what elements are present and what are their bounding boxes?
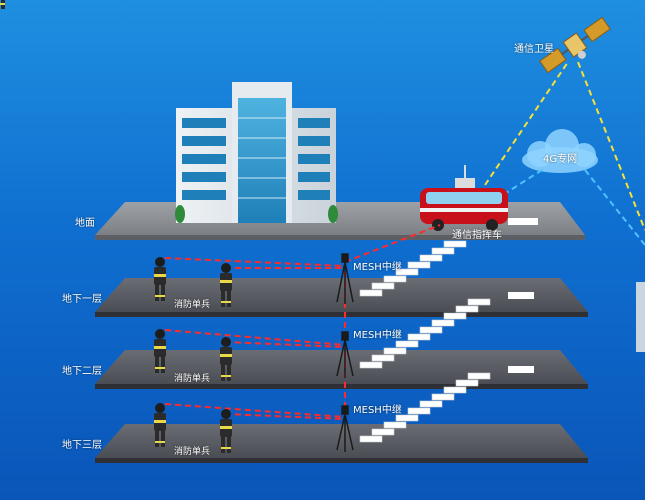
firefighter-label-b1: 消防单兵 [174,300,211,310]
firefighter-icon [0,0,232,453]
floor-b2-label: 地下二层 [62,366,102,377]
cloud-icon [522,129,598,173]
floor-b3-label: 地下三层 [62,440,102,451]
building-icon [175,82,338,223]
satellite-icon [539,16,611,74]
command-vehicle-icon [420,165,508,231]
ground-platform [95,202,585,240]
ground-label: 地面 [75,218,95,229]
mesh-relay-tripod-icon [336,253,354,452]
mesh-links [164,224,441,420]
floor-b3-platform [95,424,588,463]
cloud-4g-label: 4G专网 [543,154,578,165]
floor-b1-platform [95,278,588,317]
relay-label-b2: MESH中继 [353,330,402,341]
firefighter-label-b2: 消防单兵 [174,374,211,384]
satellite-links [484,61,645,246]
relay-label-b1: MESH中继 [353,262,402,273]
floor-b1-label: 地下一层 [62,294,102,305]
relay-label-b3: MESH中继 [353,405,402,416]
vehicle-label: 通信指挥车 [452,230,502,241]
firefighter-label-b3: 消防单兵 [174,447,211,457]
right-edge-image [636,282,645,352]
satellite-label: 通信卫星 [514,44,554,55]
stairs-icon [359,240,491,443]
